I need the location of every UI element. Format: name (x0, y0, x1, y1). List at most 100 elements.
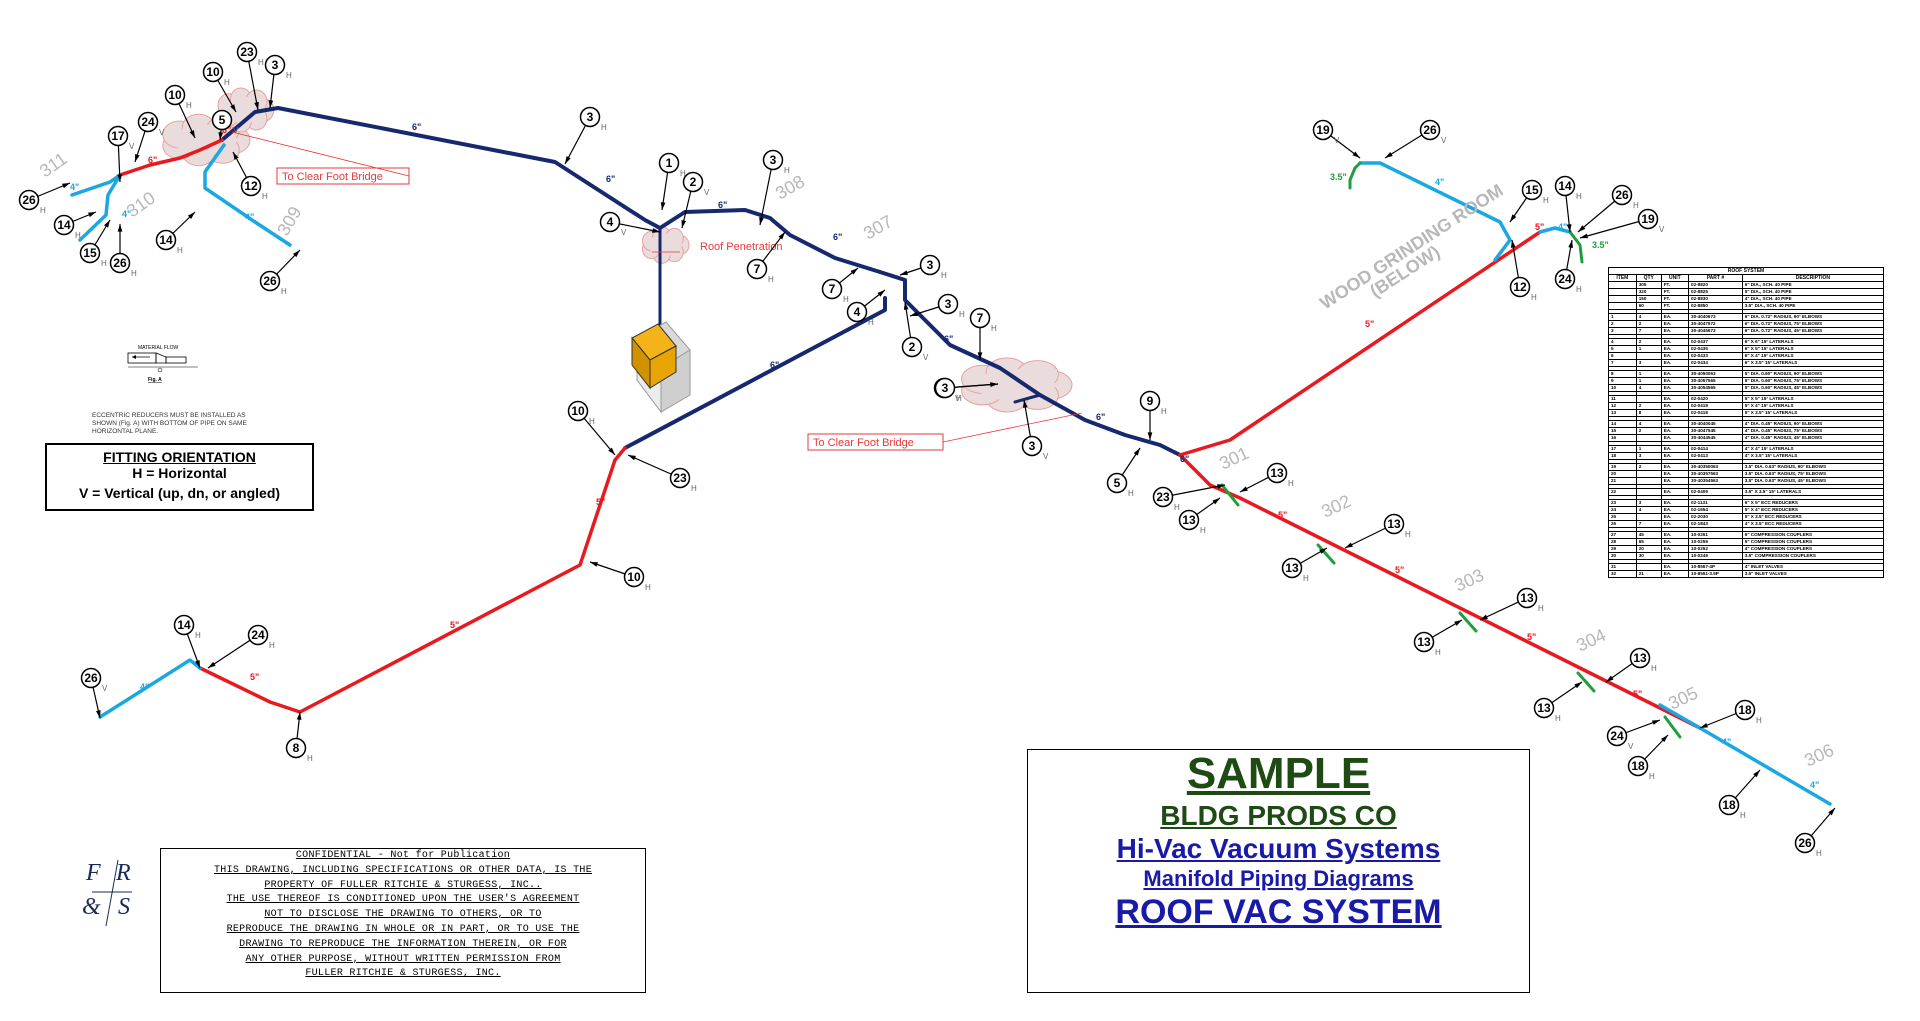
table-cell: 11 (1608, 395, 1637, 403)
table-cell: 6" X 5" 15° LATERALS (1741, 345, 1885, 353)
table-cell: 2 (1635, 320, 1662, 328)
fitting-orientation-mark: H (262, 192, 268, 201)
fitting-orientation-mark: H (101, 259, 107, 268)
table-cell: 4 (1635, 420, 1662, 428)
pipe-4in-310 (78, 173, 122, 242)
table-cell: 3.5" DIA. 0.63" RADIUS, 75° ELBOWS (1741, 470, 1885, 478)
table-header: PART # (1688, 274, 1743, 282)
table-cell: 10-8567-4P (1688, 563, 1743, 571)
fitting-orientation-mark: H (1174, 503, 1180, 512)
table-cell: 28 (1608, 538, 1637, 546)
callout-number: 13 (1387, 517, 1401, 531)
table-cell: 5" DIA., SCH. 40 PIPE (1741, 288, 1885, 296)
table-cell: EA. (1660, 395, 1690, 403)
revision-cloud-icon (642, 226, 690, 264)
section-number: 307 (860, 211, 896, 243)
callout-arrow-icon (1753, 770, 1760, 778)
fitting-orientation-mark: H (195, 631, 201, 640)
table-cell: 6" DIA., SCH. 40 PIPE (1741, 281, 1885, 289)
table-cell: 31 (1608, 563, 1637, 571)
callout-arrow-icon (660, 202, 666, 210)
callout-number: 7 (829, 282, 836, 296)
table-cell: 6" X 5" ECC REDUCERS (1741, 499, 1885, 507)
table-cell (1635, 513, 1662, 521)
callout-bubble (901, 336, 923, 358)
callout-bubble (264, 54, 286, 76)
logo-letter: R (116, 860, 131, 886)
callout-number: 19 (1316, 123, 1330, 137)
section-number: 308 (772, 171, 808, 203)
fitting-orientation-mark: V (1659, 225, 1665, 234)
callout-arrow-icon (230, 104, 236, 112)
table-cell: 21 (1635, 570, 1662, 578)
callout-number: 14 (159, 233, 173, 247)
pipe-5in-southwest (198, 446, 627, 714)
table-cell: EA. (1660, 434, 1690, 442)
callout-arrow-icon (195, 660, 200, 668)
diagram-subtitle: Manifold Piping Diagrams (1143, 866, 1414, 891)
callout-arrow-icon (1240, 486, 1248, 492)
pipe-size-label: 6" (944, 334, 953, 344)
callout-arrow-icon (1578, 225, 1586, 232)
fitting-orientation-mark: H (768, 275, 774, 284)
callout-arrow-icon (910, 311, 918, 316)
pipe-size-label: 6" (606, 174, 615, 184)
table-header: UNIT (1660, 274, 1690, 282)
table-cell: 15 (1608, 427, 1637, 435)
section-number: 301 (1216, 443, 1252, 474)
table-cell: 4 (1635, 506, 1662, 514)
fitting-orientation-mark: H (269, 641, 275, 650)
table-cell: 12 (1608, 402, 1637, 410)
table-cell: 18 (1608, 452, 1637, 460)
fitting-orientation-mark: V (1334, 136, 1340, 145)
callout-arrow-icon (900, 270, 908, 275)
pipe-size-label: 6" (222, 125, 231, 135)
callout-number: 13 (1633, 651, 1647, 665)
table-cell: 5" X 3.5" 15° LATERALS (1741, 409, 1885, 417)
fitting-orientation-mark: V (1628, 742, 1634, 751)
table-cell: 02-8825 (1688, 288, 1743, 296)
callout-number: 10 (627, 570, 641, 584)
table-cell: FT. (1660, 302, 1690, 310)
table-cell: 02-2030 (1688, 513, 1743, 521)
table-cell (1635, 470, 1662, 478)
pipe-3.5in-drop (1220, 483, 1240, 507)
callout-bubble (937, 293, 959, 315)
callout-number: 15 (1525, 183, 1539, 197)
callout-arrow-icon (268, 100, 274, 108)
pipe-6in-main (220, 106, 662, 230)
table-cell: 9 (1608, 377, 1637, 385)
table-cell: 2 (1635, 463, 1662, 471)
table-cell: 3 (1635, 359, 1662, 367)
table-header: ITEM (1608, 274, 1637, 282)
callout-bubble (1419, 119, 1441, 141)
svg-text:Fig. A: Fig. A (148, 377, 162, 383)
table-cell: 10-8551-3.5P (1688, 570, 1743, 578)
callout-bubble (1106, 472, 1128, 494)
callout-bubble (285, 737, 307, 759)
callout-arrow-icon (1345, 542, 1353, 548)
table-cell: 10-0249 (1688, 552, 1743, 560)
table-cell: 10-0261 (1688, 531, 1743, 539)
pipe-4in-305 (1658, 703, 1702, 730)
callout-bubble (1554, 175, 1576, 197)
callout-arrow-icon (628, 455, 636, 461)
table-cell: EA. (1660, 506, 1690, 514)
table-cell: 45 (1635, 531, 1662, 539)
table-cell: 6" X 3.5" 15° LATERALS (1741, 359, 1885, 367)
callout-arrow-icon (1652, 720, 1660, 725)
fitting-orientation-mark: H (1816, 849, 1822, 858)
table-header: DESCRIPTION (1741, 274, 1885, 282)
callout-bubble (1637, 208, 1659, 230)
table-cell: 10-0252 (1688, 545, 1743, 553)
table-cell: 65 (1635, 538, 1662, 546)
